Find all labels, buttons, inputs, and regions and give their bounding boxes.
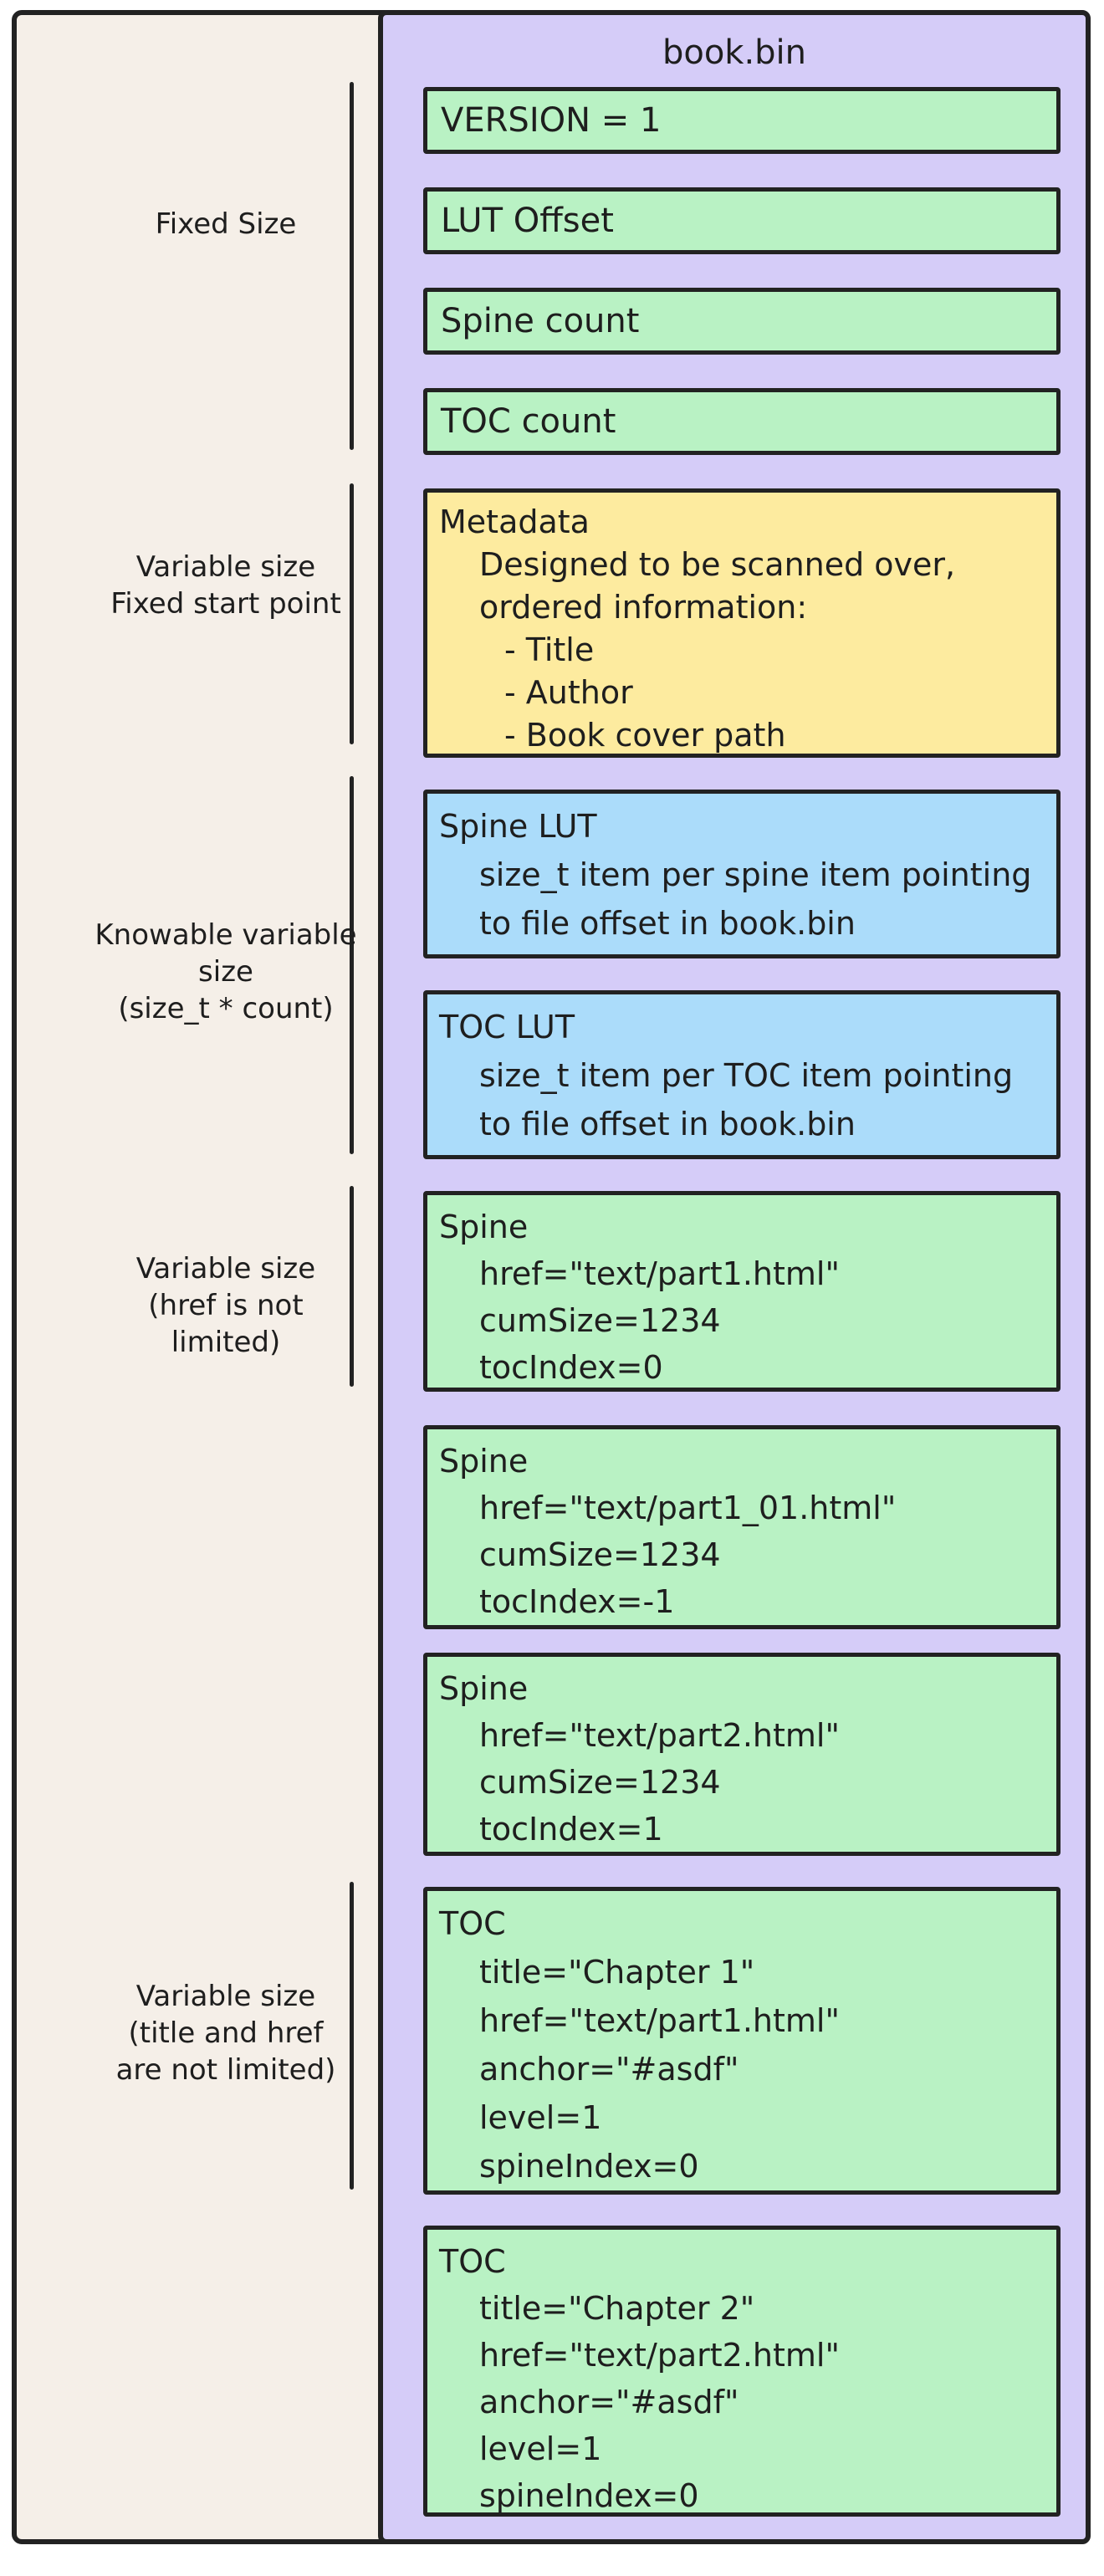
toc-box-1: TOC title="Chapter 1" href="text/part1.h… — [423, 1887, 1061, 2195]
lut-offset-box: LUT Offset — [423, 187, 1061, 254]
box-line: Spine LUT — [439, 808, 597, 845]
toc-count-box: TOC count — [423, 388, 1061, 455]
box-line: cumSize=1234 — [479, 1764, 721, 1801]
box-line: level=1 — [479, 2430, 602, 2467]
box-line: anchor="#asdf" — [479, 2051, 739, 2088]
box-line: href="text/part2.html" — [479, 2337, 840, 2374]
box-line: TOC — [439, 1905, 506, 1942]
label-line: Knowable variable size — [95, 918, 357, 989]
label-line: Variable size — [135, 1980, 316, 2013]
box-line: size_t item per TOC item pointing — [479, 1057, 1014, 1094]
box-line: to file offset in book.bin — [479, 905, 856, 942]
label-line: Fixed start point — [110, 587, 341, 621]
box-line: href="text/part1.html" — [479, 2002, 840, 2039]
box-line: cumSize=1234 — [479, 1302, 721, 1339]
box-line: - Title — [504, 631, 595, 668]
box-line: Spine — [439, 1443, 529, 1480]
bracket-toc — [350, 1882, 354, 2190]
box-line: level=1 — [479, 2099, 602, 2136]
label-line: Variable size — [135, 550, 316, 584]
box-line: - Author — [504, 674, 633, 711]
box-line: to file offset in book.bin — [479, 1106, 856, 1142]
label-fixed-size: Fixed Size — [92, 206, 360, 243]
box-line: - Book cover path — [504, 717, 786, 754]
bracket-luts — [350, 776, 354, 1154]
box-line: href="text/part1_01.html" — [479, 1490, 897, 1526]
bracket-metadata — [350, 483, 354, 744]
box-line: anchor="#asdf" — [479, 2384, 739, 2420]
box-line: size_t item per spine item pointing — [479, 856, 1032, 893]
box-line: Spine — [439, 1670, 529, 1707]
box-line: ordered information: — [479, 589, 808, 626]
box-line: Designed to be scanned over, — [479, 546, 956, 583]
box-line: tocIndex=1 — [479, 1811, 663, 1848]
box-line: Spine — [439, 1209, 529, 1245]
spine-box-1: Spine href="text/part1.html" cumSize=123… — [423, 1191, 1061, 1392]
label-variable-href: Variable size (href is not limited) — [92, 1250, 360, 1361]
label-line: limited) — [171, 1326, 281, 1359]
label-line: Variable size — [135, 1252, 316, 1285]
box-line: tocIndex=0 — [479, 1349, 663, 1386]
label-variable-title-href: Variable size (title and href are not li… — [92, 1978, 360, 2088]
box-line: href="text/part2.html" — [479, 1717, 840, 1754]
box-line: TOC — [439, 2243, 506, 2280]
box-line: TOC count — [441, 402, 616, 441]
book-bin-panel: book.bin VERSION = 1 LUT Offset Spine co… — [378, 10, 1091, 2544]
panel-title: book.bin — [662, 33, 807, 72]
label-line: are not limited) — [115, 2053, 336, 2087]
spine-box-2: Spine href="text/part1_01.html" cumSize=… — [423, 1425, 1061, 1629]
label-line: (size_t * count) — [118, 992, 334, 1025]
spine-count-box: Spine count — [423, 288, 1061, 355]
box-line: Spine count — [441, 302, 640, 340]
box-line: TOC LUT — [439, 1009, 575, 1045]
label-knowable-variable: Knowable variable size (size_t * count) — [92, 917, 360, 1027]
label-line: Fixed Size — [155, 207, 297, 241]
spine-box-3: Spine href="text/part2.html" cumSize=123… — [423, 1653, 1061, 1856]
label-variable-fixed-start: Variable size Fixed start point — [92, 549, 360, 622]
bracket-spine — [350, 1186, 354, 1387]
box-line: tocIndex=-1 — [479, 1583, 675, 1620]
box-line: VERSION = 1 — [441, 101, 662, 140]
version-box: VERSION = 1 — [423, 87, 1061, 154]
label-line: (href is not — [148, 1289, 304, 1322]
box-line: title="Chapter 1" — [479, 1954, 755, 1991]
box-line: href="text/part1.html" — [479, 1255, 840, 1292]
box-line: title="Chapter 2" — [479, 2290, 755, 2327]
box-line: Metadata — [439, 503, 590, 540]
box-line: spineIndex=0 — [479, 2148, 699, 2185]
toc-box-2: TOC title="Chapter 2" href="text/part2.h… — [423, 2226, 1061, 2517]
spine-lut-box: Spine LUT size_t item per spine item poi… — [423, 790, 1061, 958]
box-line: LUT Offset — [441, 202, 614, 240]
toc-lut-box: TOC LUT size_t item per TOC item pointin… — [423, 990, 1061, 1159]
label-line: (title and href — [128, 2016, 324, 2050]
metadata-box: Metadata Designed to be scanned over, or… — [423, 488, 1061, 758]
box-line: spineIndex=0 — [479, 2477, 699, 2514]
bracket-fixed-size — [350, 82, 354, 450]
box-line: cumSize=1234 — [479, 1536, 721, 1573]
